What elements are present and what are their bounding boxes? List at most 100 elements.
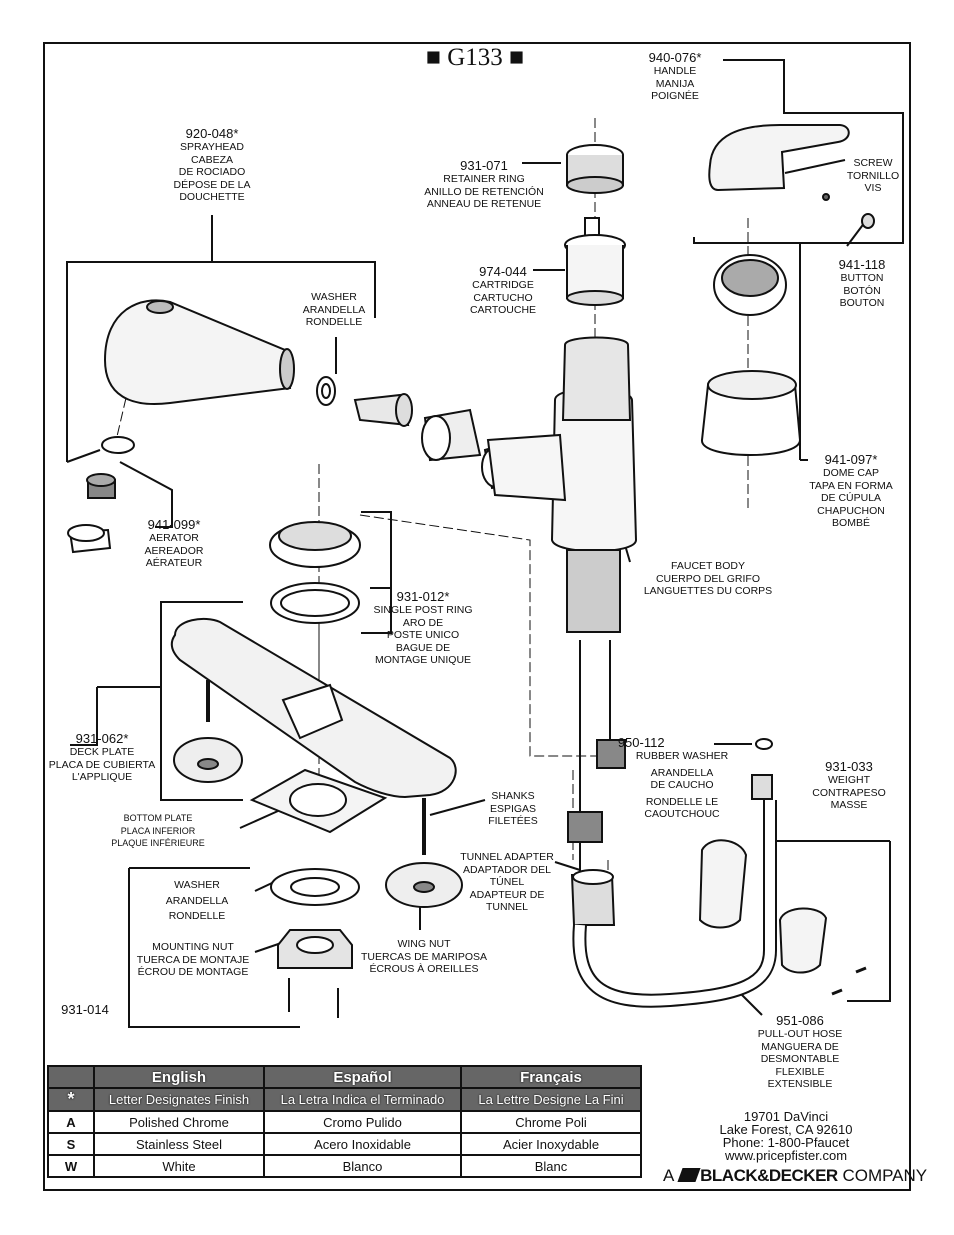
hose-drawing [570,738,777,1008]
label-line: POSTE UNICO [386,629,460,641]
finish-legend-table: English Español Français * Letter Design… [47,1065,642,1178]
label-faucet-body: FAUCET BODY CUERPO DEL GRIFO LANGUETTES … [644,560,772,598]
legend-header: English [93,1065,265,1089]
legend-cell: La Letra Indica el Terminado [263,1087,462,1112]
legend-cell: La Lettre Designe La Fini [460,1087,642,1112]
label-hose: 951-086 PULL-OUT HOSE MANGUERA DE DESMON… [758,1013,842,1091]
legend-corner-cell [47,1065,95,1089]
label-line: MANGUERA DE [761,1040,839,1053]
legend-cell: Letter Designates Finish [93,1087,265,1112]
label-line: ESPIGAS [489,802,537,815]
label-line: WING NUT [397,938,451,950]
label-line: ARO DE [402,616,444,629]
black-decker-logo-icon [677,1168,701,1182]
label-line: AEREADOR [144,544,204,557]
label-screw: SCREW TORNILLO VIS [847,157,899,195]
company-tagline: A BLACK&DECKER COMPANY [663,1166,927,1186]
label-line: DOME CAP [822,467,879,479]
address-city: Lake Forest, CA 92610 [719,1122,853,1137]
label-line: WASHER [174,879,220,891]
bottom-plate-drawing [249,768,388,834]
label-line: MASSE [830,799,868,811]
label-line: BOTTOM PLATE [123,813,193,823]
part-number: 931-033 [825,759,873,774]
part-number: 941-118 [838,257,886,272]
label-line: TÚNEL [489,876,525,888]
label-line: CONTRAPESO [812,786,886,799]
part-number: 931-014 [61,1002,109,1017]
legend-cell: White [93,1154,265,1178]
legend-header: Español [263,1065,462,1089]
address-web: www.pricepfister.com [724,1148,848,1163]
label-cartridge: 974-044 CARTRIDGE CARTUCHO CARTOUCHE [470,264,536,317]
label-line: RONDELLE [168,910,226,922]
label-line: BUTTON [840,272,884,284]
label-kit: 931-014 [61,1002,109,1017]
label-line: TUNNEL ADAPTER [460,851,554,863]
label-washer-top: WASHER ARANDELLA RONDELLE [303,291,365,329]
label-line: CARTOUCHE [469,304,537,316]
label-line: TUNNEL [485,901,529,913]
label-line: RONDELLE LE [645,795,719,808]
label-line: CHAPUCHON [817,504,885,517]
label-line: LANGUETTES DU CORPS [643,585,773,597]
company-suffix: COMPANY [842,1166,928,1185]
company-address: 19701 DaVinci Lake Forest, CA 92610 Phon… [720,1110,853,1162]
legend-cell: Blanco [263,1154,462,1178]
leader-lines [66,59,904,1028]
sprayhead-drawing [103,299,537,490]
label-line: SINGLE POST RING [373,604,473,616]
part-number: 931-062* [75,731,129,746]
legend-row: W White Blanco Blanc [47,1154,642,1178]
label-mounting-nut: MOUNTING NUT TUERCA DE MONTAJE ÉCROU DE … [137,941,249,979]
label-deck-plate: 931-062* DECK PLATE PLACA DE CUBIERTA L'… [49,731,155,784]
label-line: ARANDELLA [302,303,366,316]
label-line: ANILLO DE RETENCIÓN [424,185,544,198]
label-line: FLEXIBLE [775,1065,825,1078]
label-line: MONTAGE UNIQUE [374,654,472,666]
legend-cell: Blanc [460,1154,642,1178]
label-line: TUERCA DE MONTAJE [136,953,250,966]
model-title: ■ G133 ■ [425,44,525,71]
legend-cell: Acero Inoxidable [263,1132,462,1156]
label-bottom-plate: BOTTOM PLATE PLACA INFERIOR PLAQUE INFÉR… [111,812,205,850]
part-number: 931-012* [396,589,450,604]
deck-plate-drawing [170,617,457,799]
label-line: PLAQUE INFÉRIEURE [111,838,205,848]
label-line: DESMONTABLE [760,1053,840,1065]
part-number: 931-071 [460,158,508,173]
legend-cell: Stainless Steel [93,1132,265,1156]
part-number: 974-044 [479,264,527,279]
post-ring-drawing [269,521,361,624]
diagram-frame [43,42,911,1191]
part-number: 951-086 [776,1013,824,1028]
address-street: 19701 DaVinci [743,1109,829,1124]
label-line: BOUTON [839,297,885,309]
label-post-ring: 931-012* SINGLE POST RING ARO DE POSTE U… [374,589,473,667]
label-line: DE ROCIADO [178,166,246,178]
label-line: FILETÉES [488,815,538,827]
label-line: ANNEAU DE RETENUE [426,198,542,210]
label-line: CAOUTCHOUC [644,808,720,820]
label-shanks: SHANKS ESPIGAS FILETÉES [488,790,538,828]
part-number: 920-048* [185,126,239,141]
legend-cell: Polished Chrome [93,1110,265,1134]
legend-header: Français [460,1065,642,1089]
label-dome-cap: 941-097* DOME CAP TAPA EN FORMA DE CÚPUL… [809,452,893,530]
label-weight: 931-033 WEIGHT CONTRAPESO MASSE [812,759,886,812]
legend-key: W [47,1154,95,1178]
label-line: DE CAUCHO [650,779,714,791]
label-button: 941-118 BUTTON BOTÓN BOUTON [839,257,886,310]
part-number: 950-112 [617,735,665,750]
label-line: PLACA INFERIOR [120,825,196,836]
label-line: RUBBER WASHER [635,750,729,762]
legend-row: A Polished Chrome Cromo Pulido Chrome Po… [47,1110,642,1134]
label-line: ADAPTADOR DEL [463,863,551,876]
label-line: RONDELLE [305,316,363,328]
label-washer-bottom: WASHER ARANDELLA RONDELLE [166,879,228,923]
address-phone: Phone: 1-800-Pfaucet [722,1135,850,1150]
label-line: CARTUCHO [473,291,533,304]
label-line: TORNILLO [846,169,900,182]
label-line: PLACA DE CUBIERTA [48,758,156,771]
